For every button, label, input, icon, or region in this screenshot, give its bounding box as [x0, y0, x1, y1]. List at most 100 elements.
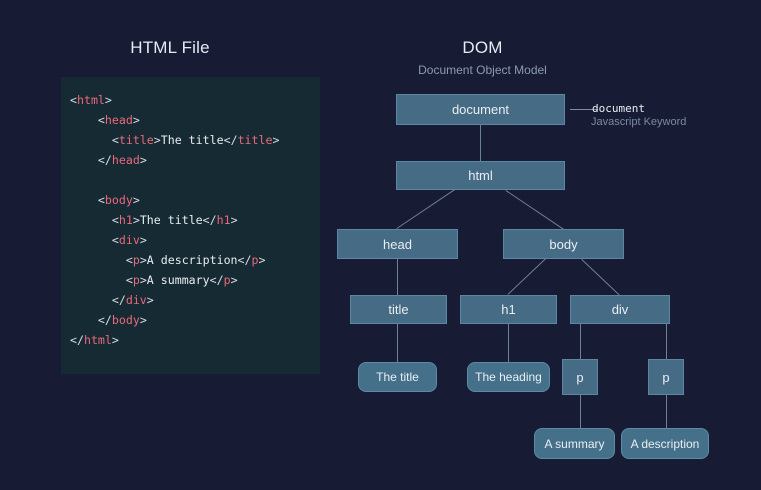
annotation-leader-line — [570, 109, 598, 110]
code-block: <html> <head> <title>The title</title> <… — [61, 77, 320, 374]
code-line: <div> — [70, 230, 320, 250]
edge-html-head — [396, 189, 455, 229]
code-token: p — [132, 273, 140, 287]
code-token: The title — [139, 213, 203, 227]
code-token: > — [139, 313, 147, 327]
edge-body-div — [581, 259, 620, 296]
edge-title-text — [397, 324, 398, 362]
code-token: body — [111, 313, 140, 327]
code-token: > — [132, 193, 140, 207]
text-node-the-title[interactable]: The title — [358, 362, 437, 392]
code-token: title — [237, 133, 273, 147]
code-token: </ — [70, 153, 112, 167]
code-token: > — [139, 233, 147, 247]
code-token: < — [70, 193, 105, 207]
code-token: > — [230, 213, 238, 227]
code-token: A summary — [146, 273, 210, 287]
code-token: < — [70, 213, 119, 227]
code-line: <p>A summary</p> — [70, 270, 320, 290]
dom-subheading: Document Object Model — [418, 63, 547, 77]
code-token: > — [146, 293, 154, 307]
code-token: < — [70, 273, 133, 287]
node-p-first[interactable]: p — [562, 359, 598, 395]
code-line: <head> — [70, 110, 320, 130]
node-h1[interactable]: h1 — [460, 295, 557, 324]
code-token: body — [104, 193, 133, 207]
code-token: p — [223, 273, 231, 287]
edge-p-description — [666, 395, 667, 428]
html-file-panel: HTML File <html> <head> <title>The title… — [0, 0, 340, 490]
node-head[interactable]: head — [337, 229, 458, 259]
code-line: <h1>The title</h1> — [70, 210, 320, 230]
code-line: </html> — [70, 330, 320, 350]
code-token: > — [139, 253, 147, 267]
annotation-keyword: document — [592, 102, 645, 115]
edge-body-h1 — [507, 258, 546, 295]
code-token: > — [139, 273, 147, 287]
edge-document-html — [480, 125, 481, 161]
node-p-second[interactable]: p — [648, 359, 684, 395]
code-token: div — [125, 293, 147, 307]
code-line: </body> — [70, 310, 320, 330]
code-line: <html> — [70, 90, 320, 110]
code-token: h1 — [216, 213, 231, 227]
code-token: < — [70, 133, 119, 147]
code-token: </ — [209, 273, 224, 287]
edge-div-p-first — [580, 324, 581, 359]
dom-heading: DOM — [462, 38, 503, 57]
code-token: > — [111, 333, 119, 347]
edge-html-body — [505, 190, 564, 230]
edge-h1-text — [508, 324, 509, 362]
code-token: p — [132, 253, 140, 267]
code-token: </ — [202, 213, 217, 227]
edge-p-summary — [580, 395, 581, 428]
code-token: div — [118, 233, 140, 247]
code-token: > — [258, 253, 266, 267]
code-line: </head> — [70, 150, 320, 170]
edge-head-title — [397, 259, 398, 295]
code-token: The title — [160, 133, 224, 147]
code-token: < — [70, 113, 105, 127]
text-node-a-description[interactable]: A description — [621, 428, 709, 459]
code-token: </ — [70, 333, 84, 347]
code-line: <p>A description</p> — [70, 250, 320, 270]
node-title[interactable]: title — [350, 295, 447, 324]
code-token: < — [70, 233, 119, 247]
code-token: > — [139, 153, 147, 167]
code-token: </ — [70, 293, 126, 307]
code-token: h1 — [118, 213, 133, 227]
dom-panel: DOM Document Object Model document html … — [337, 0, 761, 490]
code-token: </ — [237, 253, 252, 267]
edge-div-p-second — [666, 324, 667, 359]
code-token: html — [83, 333, 112, 347]
code-line: <title>The title</title> — [70, 130, 320, 150]
code-token: head — [111, 153, 140, 167]
code-line: <body> — [70, 190, 320, 210]
node-body[interactable]: body — [503, 229, 624, 259]
node-div[interactable]: div — [570, 295, 670, 324]
code-token: head — [104, 113, 133, 127]
code-token: > — [153, 133, 161, 147]
code-line — [70, 170, 320, 190]
code-token: < — [70, 93, 77, 107]
text-node-a-summary[interactable]: A summary — [534, 428, 615, 459]
code-token: < — [70, 253, 133, 267]
code-lines: <html> <head> <title>The title</title> <… — [70, 90, 320, 350]
code-token: A description — [146, 253, 238, 267]
text-node-the-heading[interactable]: The heading — [467, 362, 550, 392]
code-token: </ — [70, 313, 112, 327]
code-token: p — [251, 253, 259, 267]
node-document[interactable]: document — [396, 94, 565, 125]
html-file-heading: HTML File — [130, 38, 210, 57]
code-token: > — [104, 93, 112, 107]
code-token: > — [132, 213, 140, 227]
code-token: > — [230, 273, 238, 287]
code-token: html — [76, 93, 105, 107]
code-token: > — [132, 113, 140, 127]
code-token: title — [118, 133, 154, 147]
code-token: </ — [223, 133, 238, 147]
annotation-description: Javascript Keyword — [591, 116, 687, 128]
code-line: </div> — [70, 290, 320, 310]
node-html[interactable]: html — [396, 161, 565, 190]
